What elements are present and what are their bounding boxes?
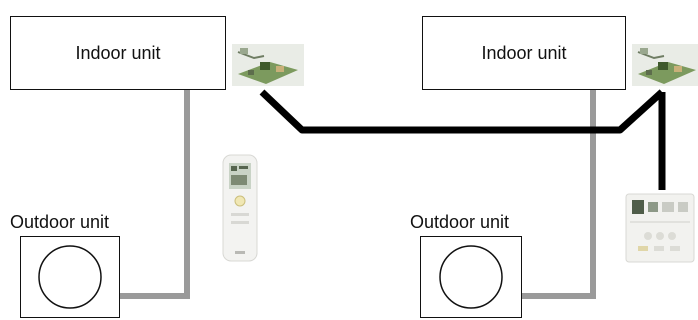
indoor-unit-left: Indoor unit [10, 16, 226, 90]
indoor-unit-label: Indoor unit [481, 42, 567, 63]
pcb-board-icon [632, 44, 698, 86]
fan-icon [38, 245, 102, 309]
refrigerant-pipe-left [120, 90, 190, 299]
pcb-board-icon [232, 44, 304, 86]
outdoor-unit-label-left: Outdoor unit [10, 212, 110, 232]
wired-controller-icon [625, 193, 695, 263]
refrigerant-pipe-right [522, 90, 596, 299]
indoor-unit-label: Indoor unit [75, 42, 161, 63]
control-wire-bus [259, 89, 665, 134]
fan-icon [439, 245, 503, 309]
outdoor-unit-left [20, 236, 120, 318]
outdoor-unit-right [420, 236, 522, 318]
wireless-remote-icon [222, 154, 258, 262]
indoor-unit-right: Indoor unit [422, 16, 626, 90]
outdoor-unit-label-right: Outdoor unit [410, 212, 510, 232]
